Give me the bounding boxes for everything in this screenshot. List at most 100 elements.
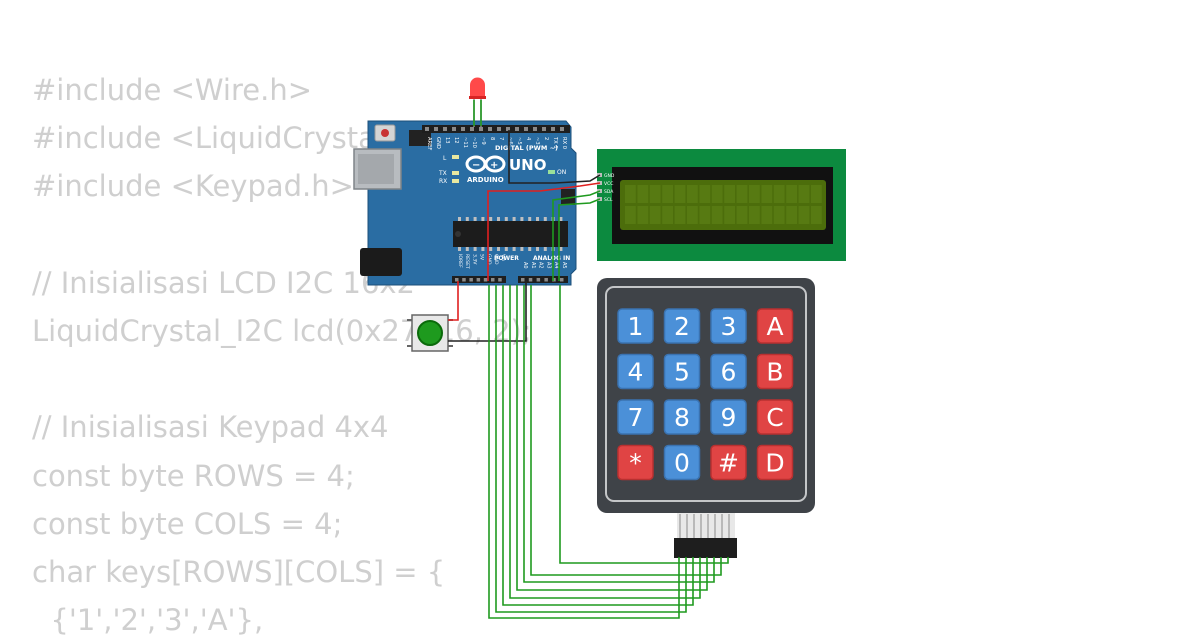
keypad-key-cap[interactable] [756,353,794,390]
keypad-key-cap[interactable] [617,444,654,481]
wire-keypad-6[interactable] [523,285,715,583]
top-pin-label: ~9 [480,137,486,145]
analog-pin[interactable] [560,278,564,282]
keypad-key[interactable]: * [617,444,654,481]
keypad-key-cap[interactable] [756,308,794,344]
analog-pin[interactable] [536,278,541,282]
keypad-key-cap[interactable] [710,399,747,435]
wire-keypad-1[interactable] [488,285,680,619]
keypad-key[interactable]: 9 [710,399,747,435]
power-pin[interactable] [498,278,502,282]
keypad-key-label: 5 [674,358,690,387]
keypad-key-cap[interactable] [663,308,701,344]
push-button-cap[interactable] [417,320,443,346]
wire-lcd-sda[interactable] [552,190,601,281]
digital-pin[interactable] [434,127,438,131]
keypad-key-cap[interactable] [663,399,701,435]
code-line: #include <Wire.h> [32,73,313,107]
red-led[interactable] [469,77,486,127]
keypad-key-label: 3 [721,312,737,341]
keypad-key[interactable]: D [756,444,794,481]
digital-pin[interactable] [470,127,474,131]
keypad-key-label: 9 [721,403,737,432]
keypad-key-cap[interactable] [710,308,747,344]
chip-pin [473,247,477,251]
power-pin[interactable] [455,278,459,282]
digital-pin[interactable] [524,127,528,131]
digital-pin[interactable] [497,127,501,131]
wire-keypad-4[interactable] [509,285,701,599]
power-jack [360,248,402,276]
digital-pin[interactable] [452,127,456,131]
keypad-key-cap[interactable] [756,399,794,435]
digital-pin[interactable] [560,127,564,131]
power-pin[interactable] [469,278,473,282]
wire-keypad-2[interactable] [495,285,687,613]
chip-pin [458,217,461,221]
lcd-pin-label: SCL [604,197,613,203]
power-pin[interactable] [491,278,495,282]
power-pin[interactable] [476,278,481,282]
chip-pin [465,247,469,251]
lcd-cell [637,206,649,224]
keypad-key[interactable]: 0 [663,444,701,481]
keypad-key[interactable]: 1 [617,308,654,344]
chip-pin [520,217,524,221]
keypad-key-cap[interactable] [617,353,654,390]
digital-pin[interactable] [425,127,429,131]
keypad-key-cap[interactable] [663,353,701,390]
keypad-key-cap[interactable] [663,444,701,481]
analog-pin[interactable] [544,278,548,282]
keypad-key[interactable]: 3 [710,308,747,344]
keypad-key[interactable]: 4 [617,353,654,390]
analog-pin[interactable] [552,278,556,282]
power-pin[interactable] [483,278,488,282]
top-pin-label: ~10 [471,137,477,148]
wire-button-5v[interactable] [448,281,459,321]
keypad-key-cap[interactable] [756,444,794,481]
keypad-key[interactable]: # [710,444,747,481]
power-pin[interactable] [462,278,466,282]
chip-pin [489,247,493,251]
wire-lcd-vcc[interactable] [487,182,601,281]
keypad-key[interactable]: A [756,308,794,344]
keypad-key-cap[interactable] [617,308,654,344]
wire-keypad-8[interactable] [559,285,729,564]
keypad-key[interactable]: 6 [710,353,747,390]
analog-pin[interactable] [528,278,533,282]
digital-pin[interactable] [488,127,492,131]
keypad-key-cap[interactable] [710,353,747,390]
digital-pin[interactable] [443,127,447,131]
wire-button-gnd[interactable] [448,281,527,342]
digital-pin[interactable] [551,127,555,131]
push-button[interactable] [407,314,453,352]
keypad-key-cap[interactable] [710,444,747,481]
top-pin-label: 13 [444,137,450,144]
wire-lcd-scl[interactable] [558,198,601,281]
digital-pin[interactable] [461,127,465,131]
wire-keypad-5[interactable] [516,285,708,591]
keypad-key[interactable]: 7 [617,399,654,435]
keypad-key[interactable]: 8 [663,399,701,435]
keypad-key[interactable]: 5 [663,353,701,390]
digital-pin[interactable] [515,127,519,131]
digital-pin[interactable] [542,127,546,131]
keypad-key[interactable]: 2 [663,308,701,344]
keypad-key[interactable]: C [756,399,794,435]
digital-pin[interactable] [479,127,483,131]
keypad-key[interactable]: B [756,353,794,390]
wire-keypad-7[interactable] [530,285,722,576]
wire-keypad-3[interactable] [502,285,694,606]
led-body[interactable] [470,77,485,98]
digital-pin[interactable] [533,127,537,131]
code-line: char keys[ROWS][COLS] = { [32,554,446,589]
analog-pin[interactable] [521,278,525,282]
reset-button-cap[interactable] [381,129,389,137]
wire-lcd-gnd[interactable] [508,130,601,184]
digital-pin[interactable] [506,127,510,131]
lcd-cell [637,185,649,203]
keypad-key-cap[interactable] [617,399,654,435]
